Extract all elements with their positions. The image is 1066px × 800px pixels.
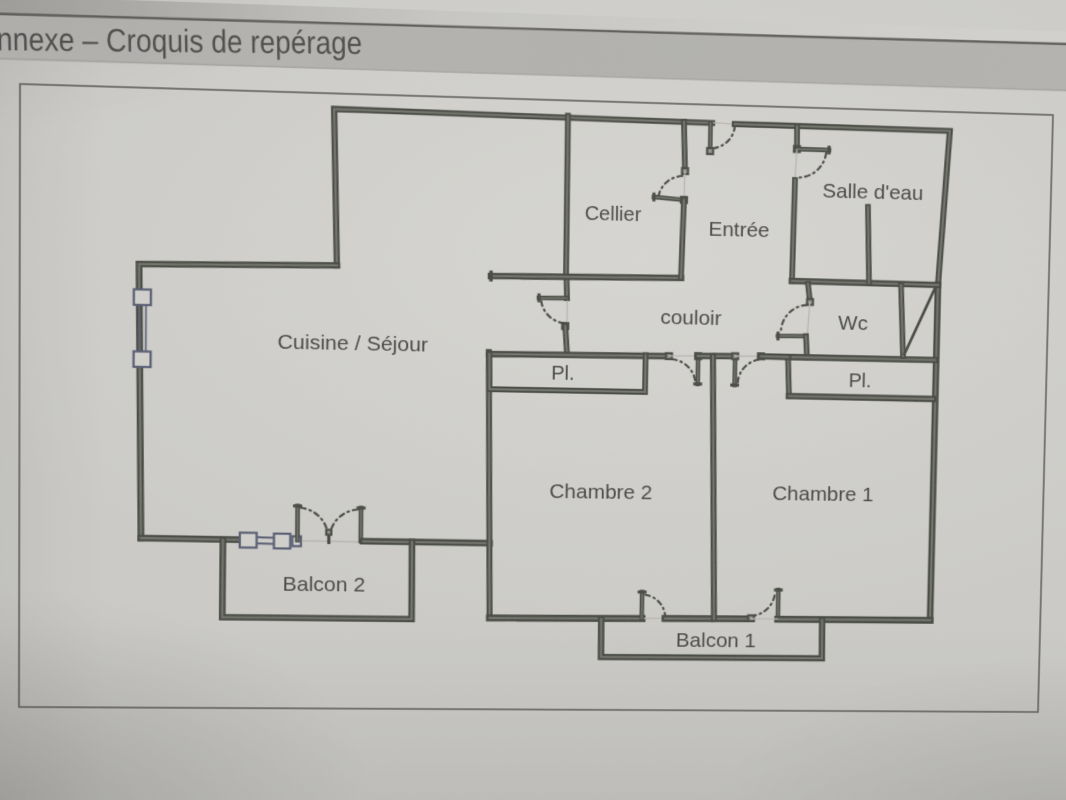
svg-text:Chambre 1: Chambre 1 <box>772 481 874 506</box>
svg-text:Cuisine / Séjour: Cuisine / Séjour <box>277 330 428 357</box>
svg-text:Entrée: Entrée <box>708 217 769 242</box>
svg-text:Balcon 2: Balcon 2 <box>282 572 365 596</box>
svg-text:Pl.: Pl. <box>551 362 575 384</box>
svg-text:couloir: couloir <box>660 305 722 330</box>
svg-text:Cellier: Cellier <box>585 203 642 226</box>
svg-text:Pl.: Pl. <box>848 371 871 393</box>
svg-text:Salle d'eau: Salle d'eau <box>822 178 923 204</box>
svg-text:Chambre 2: Chambre 2 <box>549 479 652 504</box>
svg-text:Wc: Wc <box>838 311 868 335</box>
svg-text:nnexe – Croquis de repérage: nnexe – Croquis de repérage <box>0 22 362 62</box>
svg-text:Balcon 1: Balcon 1 <box>676 629 756 653</box>
